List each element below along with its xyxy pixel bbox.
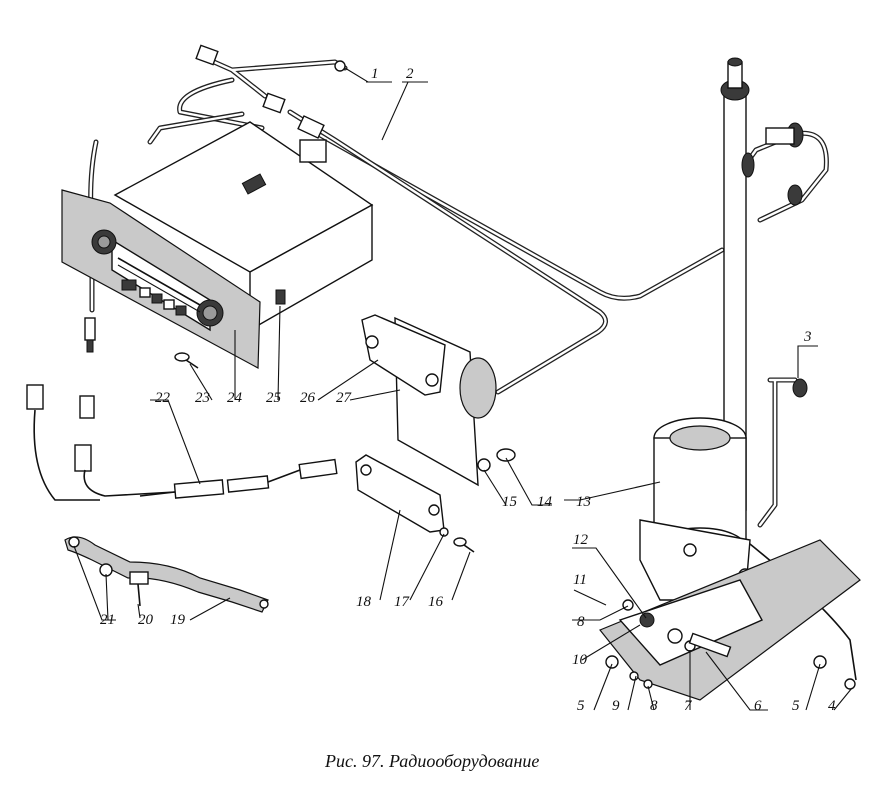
callout-21: 21 [100, 612, 115, 628]
callout-24: 24 [227, 390, 243, 406]
callout-27: 27 [336, 390, 353, 406]
callout-5b: 5 [792, 698, 800, 714]
clamp [355, 454, 475, 553]
speaker-bracket [361, 314, 516, 487]
callout-4: 4 [828, 698, 836, 714]
callout-22: 22 [155, 390, 171, 406]
radio-receiver [61, 121, 374, 369]
callout-9: 9 [612, 698, 620, 714]
callout-10: 10 [572, 652, 588, 668]
figure-caption: Рис. 97. Радиооборудование [324, 751, 539, 771]
callout-23: 23 [195, 390, 210, 406]
callout-6: 6 [754, 698, 762, 714]
harness-connectors [195, 44, 346, 163]
callout-7: 7 [684, 698, 693, 714]
callout-labels: 1 2 3 4 5 5 6 7 8 8 9 10 11 12 13 14 15 … [100, 66, 836, 714]
callout-15: 15 [502, 494, 518, 510]
callout-underlines [366, 81, 818, 347]
callout-16: 16 [428, 594, 444, 610]
callout-8a: 8 [577, 614, 585, 630]
callout-8b: 8 [650, 698, 658, 714]
power-lead [26, 317, 338, 501]
callout-17: 17 [394, 594, 411, 610]
callout-leaders [73, 67, 853, 711]
callout-5a: 5 [577, 698, 585, 714]
ground-eyelet [334, 60, 346, 72]
ground-strap [64, 536, 269, 613]
callout-12: 12 [573, 532, 589, 548]
callout-20: 20 [138, 612, 154, 628]
callout-14: 14 [537, 494, 553, 510]
power-antenna [599, 57, 861, 701]
callout-11: 11 [573, 572, 587, 588]
callout-18: 18 [356, 594, 372, 610]
callout-3: 3 [803, 329, 812, 345]
callout-26: 26 [300, 390, 316, 406]
callout-19: 19 [170, 612, 186, 628]
screw [174, 352, 199, 369]
callout-13: 13 [576, 494, 591, 510]
callout-1: 1 [371, 66, 379, 82]
callout-25: 25 [266, 390, 282, 406]
callout-2: 2 [406, 66, 414, 82]
